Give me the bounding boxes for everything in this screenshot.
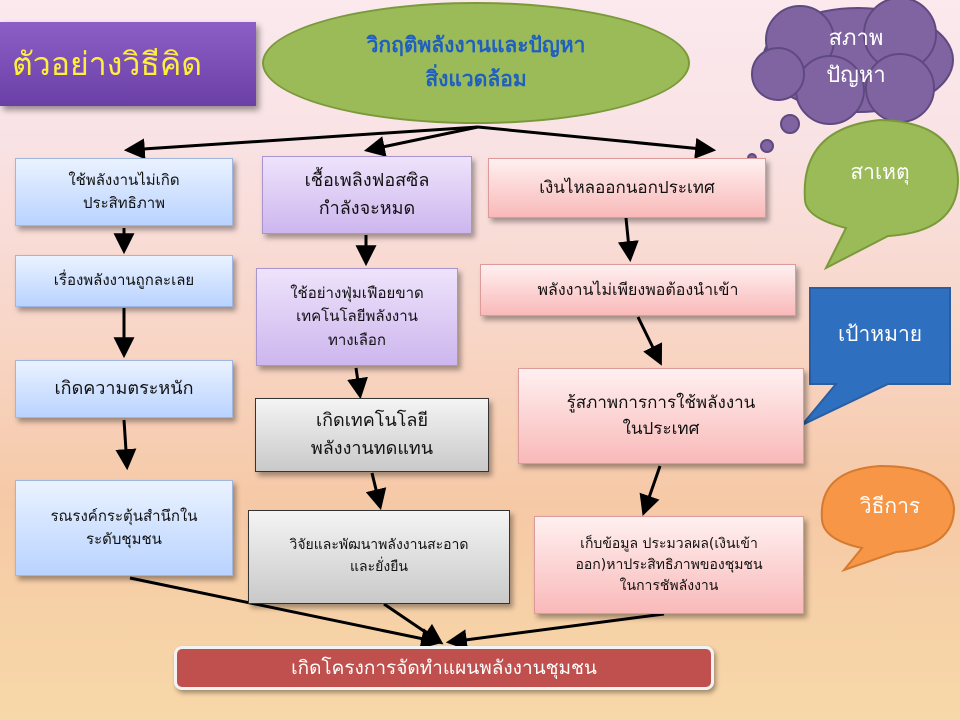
left-box4-line1: รณรงค์กระตุ้นสำนึกใน [50, 506, 198, 525]
middle-box3-line2: พลังงานทดแทน [310, 438, 434, 459]
community-energy-plan-box: เกิดโครงการจัดทำแผนพลังงานชุมชน [174, 646, 714, 690]
right-column-arrows [617, 217, 663, 516]
right-box4-line3: ในการชัพลังงาน [619, 577, 719, 594]
left-box-campaign: รณรงค์กระตุ้นสำนึกใน ระดับชุมชน [15, 480, 233, 576]
middle-box4-line2: และยั่งยืน [350, 559, 408, 575]
middle-box-wasteful-use: ใช้อย่างฟุ่มเฟือยขาด เทคโนโลยีพลังงาน ทา… [256, 268, 458, 366]
right-box-money-outflow: เงินไหลออกนอกประเทศ [488, 158, 766, 218]
right-box4-line2: ออก)หาประสิทธิภาพของชุมชน [575, 556, 763, 573]
middle-box-fossil-running-out: เชื้อเพลิงฟอสซิล กำลังจะหมด [262, 156, 472, 234]
left-box-energy-neglected: เรื่องพลังงานถูกละเลย [15, 255, 233, 307]
crisis-line1: วิกฤติพลังงานและปัญหา [366, 33, 586, 58]
middle-box2-line2: เทคโนโลยีพลังงาน [296, 307, 418, 326]
crisis-ellipse: วิกฤติพลังงานและปัญหา สิ่งแวดล้อม [262, 2, 690, 124]
goal-callout [801, 287, 951, 426]
middle-box2-line3: ทางเลือก [327, 330, 387, 349]
method-label: วิธีการ [859, 494, 921, 518]
crisis-line2: สิ่งแวดล้อม [425, 67, 527, 91]
right-box4-line1: เก็บข้อมูล ประมวลผล(เงินเข้า [580, 535, 758, 552]
middle-box4-line1: วิจัยและพัฒนาพลังงานสะอาด [289, 537, 469, 554]
middle-box-alternative-tech: เกิดเทคโนโลยี พลังงานทดแทน [255, 398, 489, 472]
problem-state-cloud [747, 0, 954, 163]
problem-state-line2: ปัญหา [826, 63, 886, 89]
middle-box1-line2: กำลังจะหมด [318, 198, 416, 219]
left-box1-line2: ประสิทธิภาพ [82, 194, 166, 212]
right-box-collect-data: เก็บข้อมูล ประมวลผล(เงินเข้า ออก)หาประสิ… [534, 516, 804, 614]
left-box-inefficient-energy: ใช้พลังงานไม่เกิด ประสิทธิภาพ [15, 158, 233, 226]
middle-box-research: วิจัยและพัฒนาพลังงานสะอาด และยั่งยืน [248, 510, 510, 604]
right-box-know-usage: รู้สภาพการการใช้พลังงาน ในประเทศ [518, 368, 804, 464]
right-box3-line1: รู้สภาพการการใช้พลังงาน [566, 392, 756, 413]
middle-box3-line1: เกิดเทคโนโลยี [315, 410, 429, 432]
left-box4-line2: ระดับชุมชน [86, 530, 162, 548]
problem-state-line1: สภาพ [828, 26, 884, 51]
method-bubble [820, 464, 956, 573]
middle-box2-line1: ใช้อย่างฟุ่มเฟือยขาด [290, 284, 424, 303]
branch-arrows [123, 125, 717, 160]
right-box-import-energy: พลังงานไม่เพียงพอต้องนำเข้า [480, 264, 796, 316]
goal-label: เป้าหมาย [837, 322, 923, 346]
converge-arrows [129, 576, 665, 651]
left-box1-line1: ใช้พลังงานไม่เกิด [68, 170, 180, 189]
problem-state-label: สภาพ ปัญหา [806, 20, 906, 95]
left-box-awareness: เกิดความตระหนัก [15, 360, 233, 418]
cause-label: สาเหตุ [850, 160, 910, 184]
right-box3-line2: ในประเทศ [622, 419, 700, 439]
left-column-arrows [113, 228, 137, 471]
middle-box1-line1: เชื้อเพลิงฟอสซิล [304, 170, 430, 192]
cause-bubble [803, 118, 960, 271]
page-title: ตัวอย่างวิธีคิด [0, 22, 256, 106]
middle-column-arrows [347, 235, 387, 511]
